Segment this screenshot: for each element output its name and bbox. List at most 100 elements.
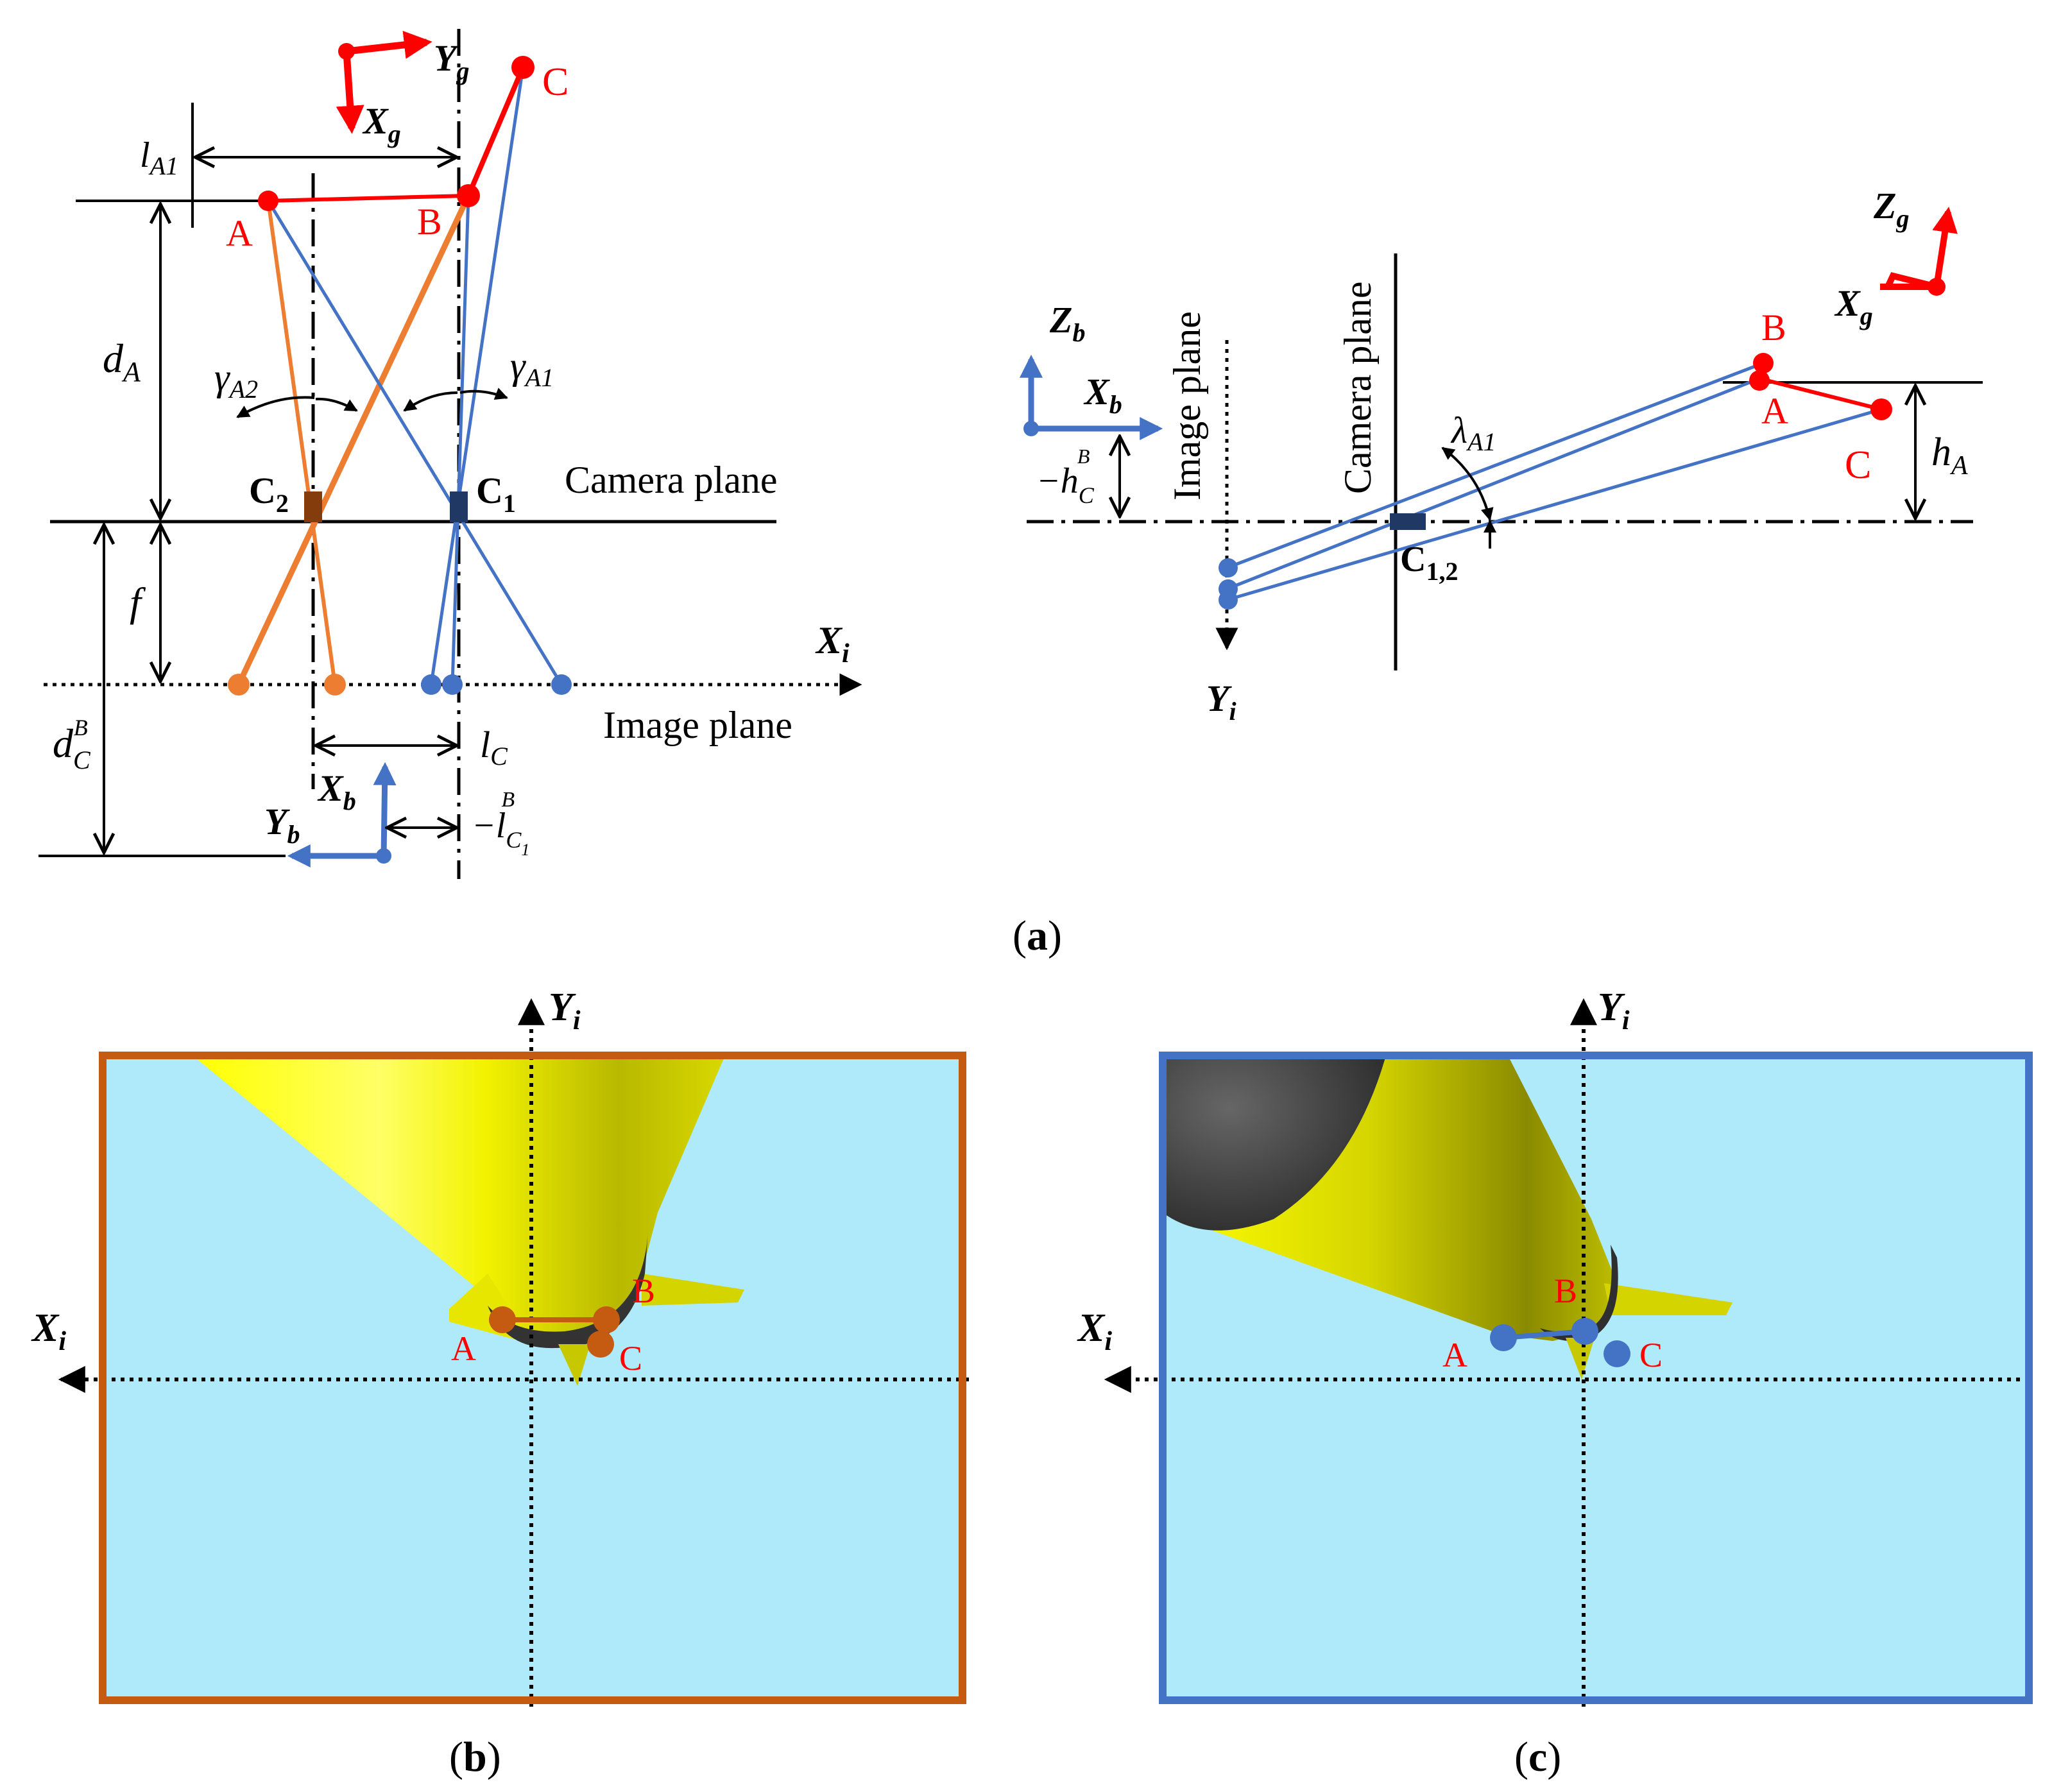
svg-text:Xg: Xg bbox=[1834, 282, 1873, 330]
panel-c-label-xi-sub: i bbox=[1104, 1327, 1112, 1356]
label-lc-sub: C bbox=[490, 742, 508, 771]
svg-text:γA2: γA2 bbox=[214, 356, 258, 404]
svg-text:Zg: Zg bbox=[1873, 185, 1909, 233]
label-cam1: C bbox=[476, 470, 503, 511]
label-da-sub: A bbox=[121, 356, 141, 388]
svg-text:γA1: γA1 bbox=[510, 345, 554, 392]
panel-b-frame bbox=[99, 1052, 966, 1704]
label-neg-lcb-sub: C bbox=[506, 827, 522, 853]
panel-b-label-yi-sub: i bbox=[573, 1006, 581, 1036]
svg-text:−hCB: −hCB bbox=[1036, 445, 1095, 508]
panel-b-label-c: C bbox=[619, 1339, 642, 1378]
label-gamma-a2-sub: A2 bbox=[228, 375, 258, 404]
panel-c-points bbox=[1490, 1318, 1630, 1367]
label-da: d bbox=[103, 336, 124, 381]
label-cam12: C bbox=[1400, 540, 1426, 579]
caption-a: (a) bbox=[1013, 912, 1062, 959]
ground-frame-red bbox=[336, 31, 432, 134]
label-f: f bbox=[130, 579, 146, 625]
label-yb: Y bbox=[264, 801, 290, 842]
svg-text:C1,2: C1,2 bbox=[1400, 540, 1458, 586]
camera2-marker bbox=[304, 491, 322, 522]
label-cam2: C bbox=[249, 470, 276, 511]
panel-b-points bbox=[489, 1306, 620, 1358]
caption-c-letter: c bbox=[1528, 1734, 1547, 1780]
panel-c-label-yi-sub: i bbox=[1622, 1006, 1630, 1036]
svg-text:λA1: λA1 bbox=[1450, 409, 1496, 456]
svg-text:C2: C2 bbox=[249, 470, 289, 518]
panel-b: A B C Yi Xi (b) bbox=[31, 986, 969, 1780]
label-yi-side: Y bbox=[1206, 678, 1232, 719]
body-frame-blue-side bbox=[1020, 354, 1163, 440]
caption-b-letter: b bbox=[463, 1734, 487, 1780]
label-yb-sub: b bbox=[287, 820, 300, 849]
ground-frame-red-side bbox=[1880, 207, 1958, 296]
svg-text:Yi: Yi bbox=[1598, 986, 1630, 1036]
orange-rays bbox=[228, 194, 472, 695]
panel-c-label-a: A bbox=[1442, 1336, 1467, 1374]
label-camera-plane: Camera plane bbox=[565, 459, 778, 501]
label-zb-sub: b bbox=[1072, 318, 1085, 347]
svg-text:Xb: Xb bbox=[317, 767, 356, 815]
label-ha-sub: A bbox=[1949, 451, 1968, 481]
label-la1-sub: A1 bbox=[148, 151, 178, 180]
label-point-b-side: B bbox=[1761, 307, 1786, 348]
panel-b-label-xi: X bbox=[31, 1306, 60, 1350]
label-yi-side-sub: i bbox=[1229, 697, 1236, 726]
label-dcb-sup: B bbox=[74, 715, 88, 740]
label-la1: l bbox=[140, 135, 150, 175]
label-lambda-sub: A1 bbox=[1466, 427, 1496, 456]
caption-b: (b) bbox=[449, 1734, 501, 1780]
panel-b-label-xi-sub: i bbox=[58, 1327, 66, 1356]
label-xb: X bbox=[317, 767, 344, 809]
label-neg-hcb-sup: B bbox=[1077, 445, 1090, 468]
label-neg-lcb-sup: B bbox=[501, 788, 515, 812]
label-xb-sub: b bbox=[343, 787, 356, 815]
label-gamma-a2: γ bbox=[214, 356, 230, 398]
panel-c-label-yi: Y bbox=[1598, 986, 1625, 1029]
label-xg: X bbox=[362, 100, 389, 142]
svg-text:Xi: Xi bbox=[1077, 1306, 1112, 1356]
camera1-marker bbox=[450, 491, 468, 522]
svg-text:dA: dA bbox=[103, 336, 141, 388]
panel-c-label-xi: X bbox=[1077, 1306, 1106, 1350]
svg-text:Yi: Yi bbox=[1206, 678, 1236, 726]
panel-b-label-b: B bbox=[632, 1272, 655, 1310]
panel-c-model bbox=[1163, 1055, 1732, 1379]
label-dcb: d bbox=[53, 721, 74, 766]
label-neg-lcb: −l bbox=[472, 806, 506, 846]
label-xg-sub: g bbox=[388, 119, 401, 148]
label-xi: X bbox=[815, 619, 843, 661]
label-point-b: B bbox=[417, 201, 442, 243]
svg-text:C1: C1 bbox=[476, 470, 516, 518]
label-neg-lcb-subsub: 1 bbox=[521, 841, 529, 859]
svg-text:dCB: dCB bbox=[53, 715, 91, 774]
panel-c-label-b: B bbox=[1554, 1272, 1577, 1310]
label-camera-plane-side: Camera plane bbox=[1337, 282, 1379, 495]
label-zb: Z bbox=[1049, 299, 1072, 341]
svg-text:−lC1B: −lC1 B bbox=[472, 788, 529, 859]
caption-c: (c) bbox=[1514, 1734, 1561, 1780]
body-frame-blue bbox=[287, 762, 397, 867]
label-cam2-sub: 2 bbox=[276, 489, 289, 518]
svg-text:lA1: lA1 bbox=[140, 135, 178, 180]
label-lc: l bbox=[480, 724, 490, 765]
panel-c-frame bbox=[1159, 1052, 2033, 1704]
object-points-red bbox=[258, 56, 535, 211]
panel-b-label-a: A bbox=[451, 1329, 476, 1368]
label-zg: Z bbox=[1873, 185, 1896, 226]
label-xi-sub: i bbox=[842, 639, 850, 669]
label-zg-sub: g bbox=[1895, 204, 1909, 233]
panel-b-label-yi: Y bbox=[549, 986, 576, 1029]
label-yg: Y bbox=[434, 37, 459, 79]
svg-text:Xi: Xi bbox=[31, 1306, 66, 1356]
camera12-marker bbox=[1390, 513, 1426, 530]
svg-text:Yi: Yi bbox=[549, 986, 581, 1036]
caption-a-letter: a bbox=[1027, 912, 1048, 959]
label-image-plane-side: Image plane bbox=[1166, 311, 1208, 500]
panel-c-label-c: C bbox=[1639, 1336, 1663, 1374]
label-point-a: A bbox=[226, 212, 253, 254]
label-cam12-sub: 1,2 bbox=[1426, 557, 1458, 586]
svg-text:Xg: Xg bbox=[362, 100, 401, 148]
label-cam1-sub: 1 bbox=[503, 489, 516, 518]
